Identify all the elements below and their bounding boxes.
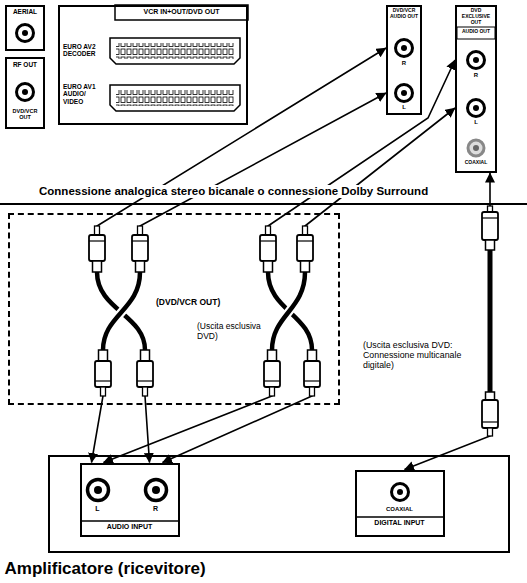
scart-connector — [110, 85, 240, 111]
input-jack — [146, 480, 167, 501]
connector-label: EURO AV2 DECODER — [63, 43, 107, 58]
coaxial-jack — [468, 140, 484, 156]
audio-input-panel: L R AUDIO INPUT — [80, 463, 180, 537]
jack-label: RF OUT — [8, 61, 42, 68]
antenna-jack-box: AERIAL — [5, 5, 45, 51]
cable-connector — [92, 93, 387, 463]
exclusive-out-panel: DVD EXCLUSIVE OUT AUDIO OUT R L COAXIAL — [455, 5, 497, 173]
scart-connector — [110, 38, 240, 64]
coaxial-wire — [488, 250, 493, 392]
cable-connector — [104, 108, 456, 463]
scart-pins — [116, 90, 234, 106]
callout-note: (Uscita esclusiva DVD: Connessione multi… — [362, 340, 484, 370]
section-rule — [0, 203, 527, 205]
cable-label: (DVD/VCR OUT) — [155, 298, 221, 308]
connector-label: EURO AV1 AUDIO/ VIDEO — [63, 83, 107, 105]
cable-connector — [405, 173, 491, 470]
channel-label: R — [389, 60, 419, 67]
rf-jack — [17, 84, 34, 101]
rca-plug — [95, 350, 111, 396]
cable-label: (Uscita esclusiva DVD) — [196, 322, 262, 342]
band-line — [80, 520, 180, 522]
jack-label: COAXIAL — [358, 506, 442, 513]
rca-plug — [137, 350, 153, 396]
wire-gap — [103, 272, 140, 350]
rca-jack — [396, 85, 413, 102]
panel-heading: DVD/VCR AUDIO OUT — [389, 8, 419, 20]
cable-wire — [103, 272, 140, 350]
sub-header-box — [457, 27, 495, 39]
rca-jack — [468, 52, 485, 69]
channel-label: R — [458, 72, 494, 79]
panel-heading: DVD EXCLUSIVE OUT — [458, 8, 494, 25]
amplifier-box: Amplificatore (ricevitore)LRAUDIO INPUTC… — [48, 455, 510, 553]
antenna-jack — [17, 25, 34, 42]
channel-label: L — [88, 505, 108, 513]
section-heading: Connessione analogica stereo bicanale o … — [38, 185, 429, 198]
digital-input-panel: COAXIAL DIGITAL INPUT — [355, 470, 445, 537]
rca-plug — [89, 226, 105, 272]
cable-connector — [163, 60, 456, 463]
channel-label: L — [458, 119, 494, 126]
rca-plug — [297, 226, 313, 272]
cable-connector — [97, 48, 386, 463]
rca-plug — [264, 350, 280, 396]
channel-label: R — [146, 505, 166, 513]
panel-subheading: AUDIO OUT — [458, 29, 494, 35]
scart-panel: VCR IN+OUT/DVD OUT EURO AV2 DECODER EURO A… — [58, 5, 248, 125]
cable-wire — [268, 272, 312, 350]
panel-heading: VCR IN+OUT/DVD OUT — [115, 8, 248, 16]
cable-wire — [97, 272, 145, 350]
panel-label: DIGITAL INPUT — [358, 519, 442, 527]
rca-plug — [132, 226, 148, 272]
band-line — [355, 516, 445, 518]
jack-label: COAXIAL — [458, 160, 494, 166]
scart-pins — [116, 43, 234, 59]
jack-label: DVD/VCR OUT — [8, 108, 42, 121]
channel-label: L — [389, 104, 419, 111]
jack-label: AERIAL — [8, 8, 42, 15]
audio-out-panel: DVD/VCR AUDIO OUT R L — [386, 5, 422, 115]
rca-jack — [396, 40, 413, 57]
wire-gap — [272, 272, 305, 350]
device-caption: Amplificatore (ricevitore) — [5, 559, 206, 579]
cable-wire — [272, 272, 305, 350]
header-box — [115, 5, 248, 20]
rf-out-box: RF OUT DVD/VCR OUT — [5, 57, 45, 129]
coaxial-input-jack — [392, 484, 409, 501]
rca-plug — [304, 350, 320, 396]
rca-plug — [260, 226, 276, 272]
rca-jack — [468, 100, 485, 117]
input-jack — [88, 480, 109, 501]
coaxial-plug — [482, 392, 498, 436]
coaxial-plug — [482, 206, 498, 250]
panel-label: AUDIO INPUT — [83, 523, 177, 531]
analog-cable-group: (DVD/VCR OUT) (Uscita esclusiva DVD) — [8, 213, 340, 405]
